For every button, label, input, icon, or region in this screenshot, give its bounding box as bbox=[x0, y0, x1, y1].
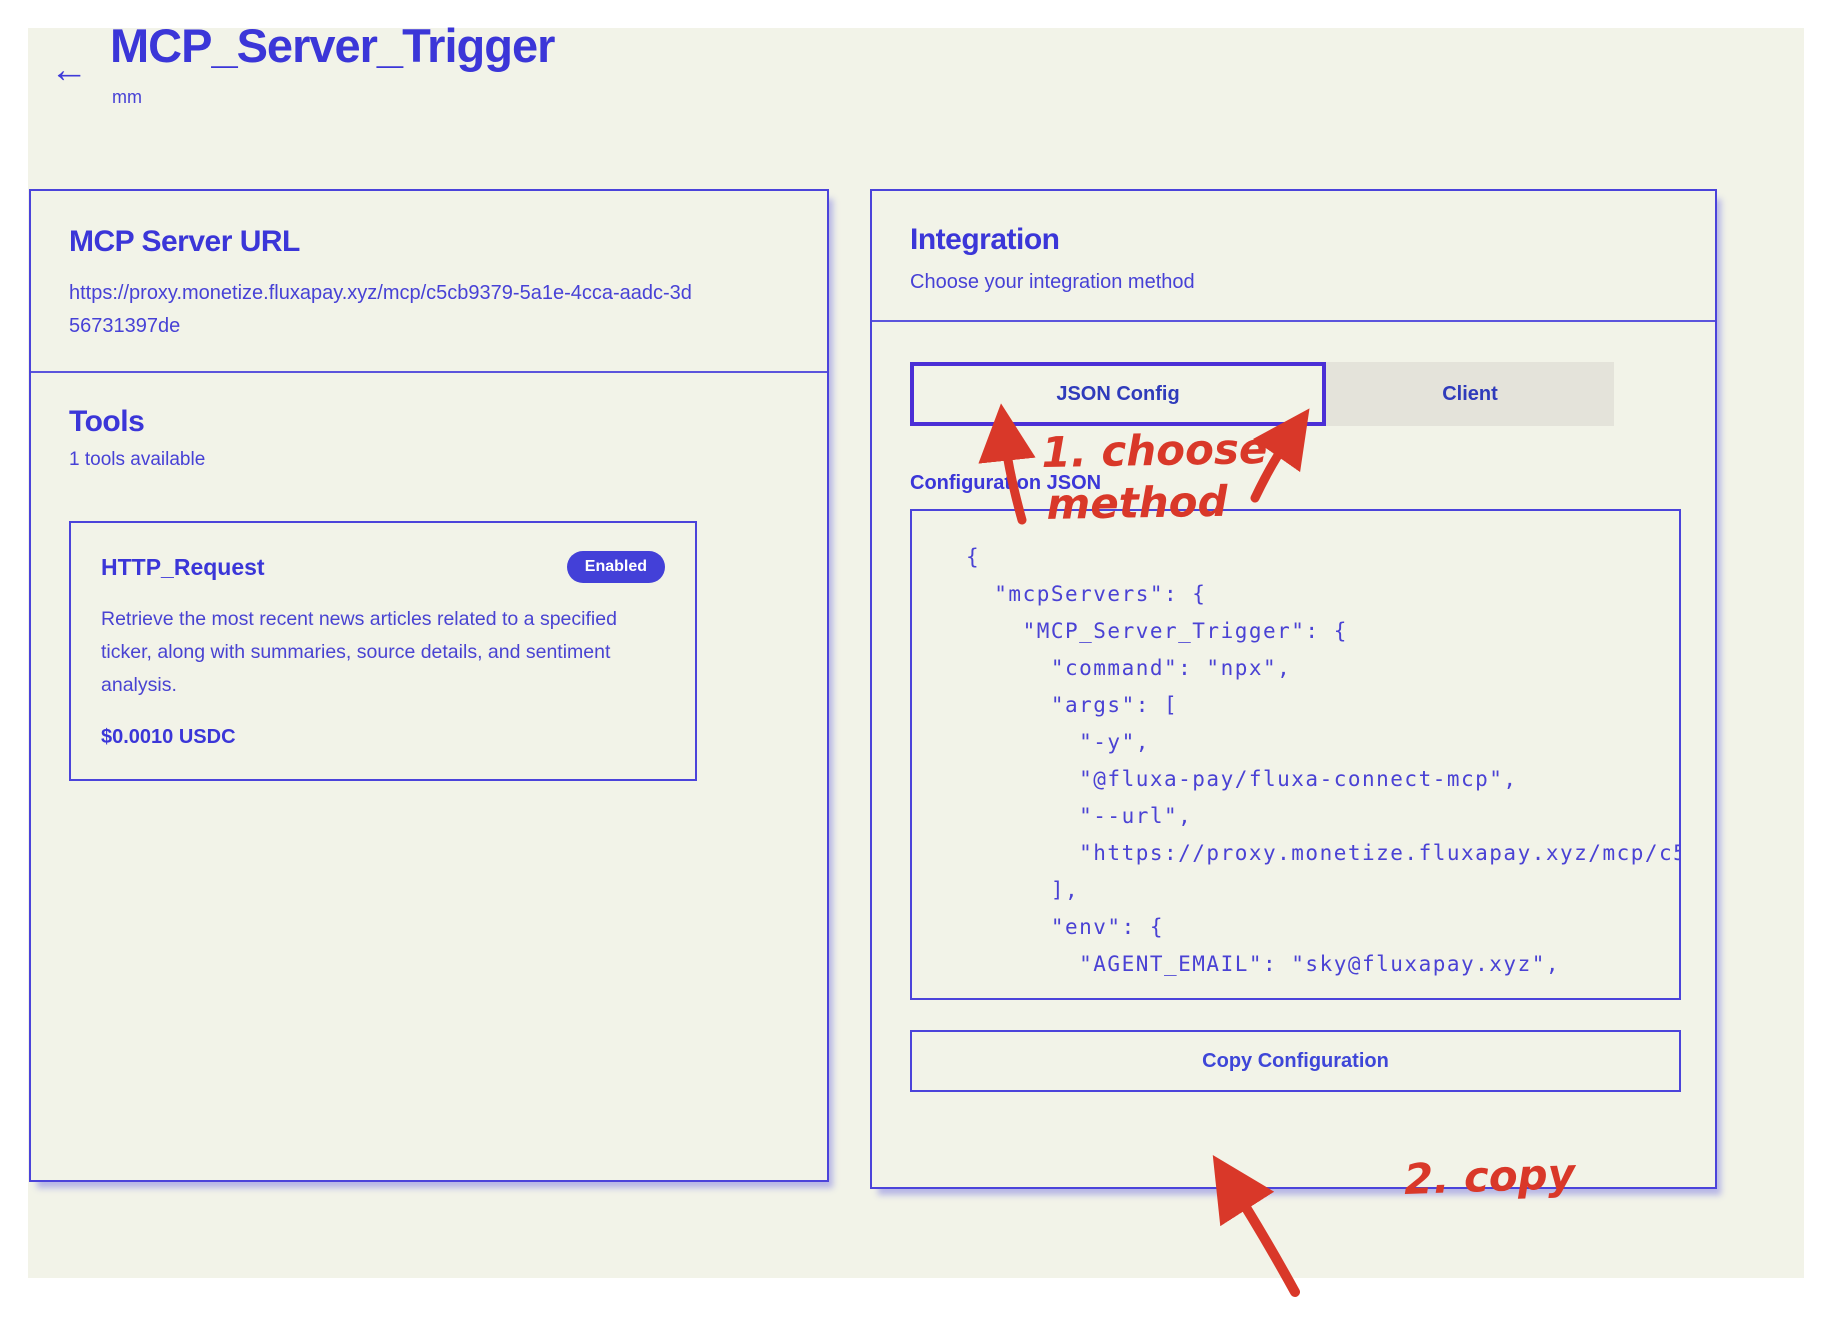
tool-price: $0.0010 USDC bbox=[101, 726, 236, 748]
tool-status-badge: Enabled bbox=[566, 551, 665, 583]
integration-subtitle: Choose your integration method bbox=[910, 271, 1195, 293]
mcp-server-url-section: MCP Server URL https://proxy.monetize.fl… bbox=[31, 191, 827, 373]
tool-card-http-request[interactable]: HTTP_Request Enabled Retrieve the most r… bbox=[69, 521, 697, 781]
mcp-server-url-value: https://proxy.monetize.fluxapay.xyz/mcp/… bbox=[69, 282, 692, 337]
tools-section: Tools 1 tools available HTTP_Request Ena… bbox=[31, 373, 827, 781]
integration-method-tabs: JSON Config Client bbox=[910, 362, 1614, 426]
configuration-json-code-block[interactable]: { "mcpServers": { "MCP_Server_Trigger": … bbox=[910, 509, 1681, 1000]
tools-heading: Tools bbox=[69, 405, 145, 438]
tools-count-label: 1 tools available bbox=[69, 449, 206, 470]
page-title: MCP_Server_Trigger bbox=[110, 19, 555, 72]
configuration-json-content: { "mcpServers": { "MCP_Server_Trigger": … bbox=[966, 545, 1679, 976]
back-button[interactable]: ← bbox=[44, 50, 94, 90]
mcp-server-url-heading: MCP Server URL bbox=[69, 225, 300, 258]
server-details-card: MCP Server URL https://proxy.monetize.fl… bbox=[29, 189, 829, 1182]
tool-description: Retrieve the most recent news articles r… bbox=[101, 608, 617, 696]
integration-heading: Integration bbox=[910, 223, 1060, 256]
integration-card: Integration Choose your integration meth… bbox=[870, 189, 1717, 1189]
configuration-json-label: Configuration JSON bbox=[910, 472, 1102, 494]
tab-json-config[interactable]: JSON Config bbox=[910, 362, 1326, 426]
copy-configuration-button[interactable]: Copy Configuration bbox=[910, 1030, 1681, 1092]
integration-header: Integration Choose your integration meth… bbox=[872, 191, 1715, 322]
page-subtitle: mm bbox=[112, 87, 142, 107]
tool-name: HTTP_Request bbox=[101, 553, 265, 580]
tab-client[interactable]: Client bbox=[1326, 362, 1614, 426]
